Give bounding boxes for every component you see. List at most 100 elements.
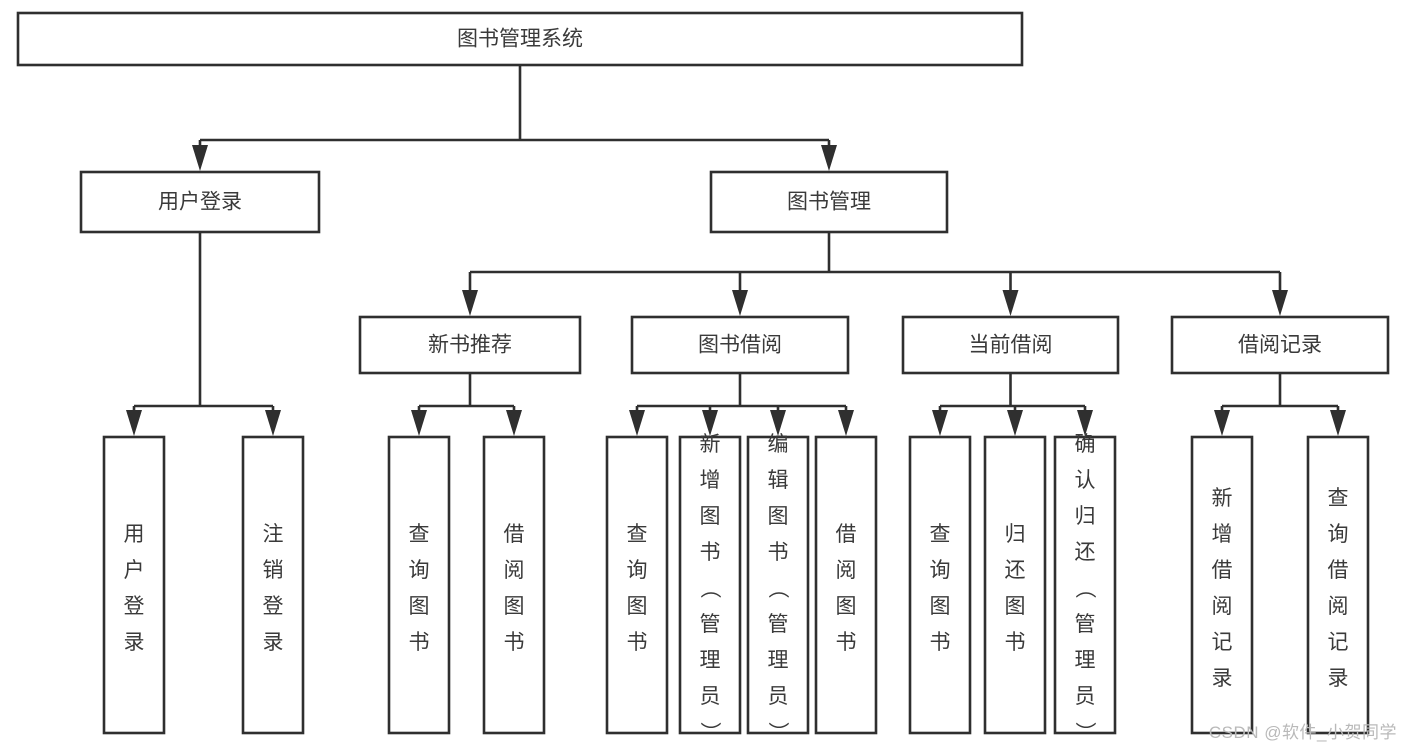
node-label: 图书管理系统 [457, 28, 583, 51]
node-label-char: 认 [1075, 469, 1096, 492]
node-label-char: 图 [700, 505, 721, 528]
node-level2-图书借阅[interactable]: 图书借阅 [630, 315, 850, 375]
node-label: 新书推荐 [428, 334, 512, 357]
node-box[interactable] [387, 435, 451, 735]
node-label-char: 员 [700, 685, 721, 708]
node-root-图书管理系统[interactable]: 图书管理系统 [16, 11, 1024, 67]
node-box[interactable] [908, 435, 972, 735]
nodes-layer: 图书管理系统用户登录图书管理新书推荐图书借阅当前借阅借阅记录用户登录注销登录查询… [16, 11, 1390, 743]
node-label-char: 记 [1328, 631, 1349, 654]
node-label-char: 借 [504, 523, 525, 546]
node-box[interactable] [358, 315, 582, 375]
node-label-char: 辑 [768, 469, 789, 492]
node-label-char: 书 [1005, 631, 1026, 654]
node-box[interactable] [1190, 435, 1254, 735]
node-box[interactable] [678, 435, 742, 735]
node-box[interactable] [814, 435, 878, 735]
node-box[interactable] [709, 170, 949, 234]
node-label-char: 管 [700, 613, 721, 636]
node-label-char: 录 [1212, 667, 1233, 690]
node-label-char: 询 [1328, 523, 1349, 546]
node-label-char: 询 [409, 559, 430, 582]
node-label-char: （ [1073, 578, 1096, 599]
node-label-char: 借 [1328, 559, 1349, 582]
node-level1-图书管理[interactable]: 图书管理 [709, 170, 949, 234]
node-box[interactable] [605, 435, 669, 735]
arrow-head-icon [821, 145, 837, 171]
arrow-head-icon [506, 410, 522, 436]
node-label-char: 录 [263, 631, 284, 654]
node-level2-当前借阅[interactable]: 当前借阅 [901, 315, 1120, 375]
node-label-char: 借 [1212, 559, 1233, 582]
node-label-char: 还 [1075, 541, 1096, 564]
arrow-head-icon [932, 410, 948, 436]
node-leaf-0[interactable]: 用户登录 [102, 435, 166, 735]
node-box[interactable] [1306, 435, 1370, 735]
node-box[interactable] [102, 435, 166, 735]
arrow-head-icon [1272, 290, 1288, 316]
node-box[interactable] [1170, 315, 1390, 375]
node-label: 图书借阅 [698, 334, 782, 357]
arrow-head-icon [192, 145, 208, 171]
node-label-char: 理 [700, 649, 721, 672]
node-label-char: 书 [504, 631, 525, 654]
node-label: 图书管理 [787, 191, 871, 214]
node-label-char: 用 [124, 523, 145, 546]
node-label-char: 书 [627, 631, 648, 654]
arrow-head-icon [770, 410, 786, 436]
node-level2-新书推荐[interactable]: 新书推荐 [358, 315, 582, 375]
node-label-char: 阅 [1328, 595, 1349, 618]
node-box[interactable] [901, 315, 1120, 375]
node-box[interactable] [746, 435, 810, 735]
node-label-char: ） [1073, 722, 1096, 743]
node-label-char: 阅 [1212, 595, 1233, 618]
node-box[interactable] [482, 435, 546, 735]
node-label-char: 理 [1075, 649, 1096, 672]
node-level1-用户登录[interactable]: 用户登录 [79, 170, 321, 234]
node-label-char: 登 [263, 595, 284, 618]
node-label-char: 理 [768, 649, 789, 672]
node-label-char: 登 [124, 595, 145, 618]
node-label: 当前借阅 [969, 334, 1053, 357]
node-box[interactable] [630, 315, 850, 375]
node-label-char: 图 [768, 505, 789, 528]
node-label-char: 编 [768, 433, 789, 456]
node-label-char: 员 [1075, 685, 1096, 708]
arrow-head-icon [1002, 290, 1019, 316]
node-level2-借阅记录[interactable]: 借阅记录 [1170, 315, 1390, 375]
node-label-char: 询 [627, 559, 648, 582]
node-box[interactable] [16, 11, 1024, 67]
node-label-char: 管 [768, 613, 789, 636]
node-box[interactable] [79, 170, 321, 234]
node-box[interactable] [983, 435, 1047, 735]
node-label-char: 借 [836, 523, 857, 546]
arrow-head-icon [411, 410, 427, 436]
node-label-char: 注 [263, 523, 284, 546]
node-box[interactable] [241, 435, 305, 735]
node-label-char: 书 [700, 541, 721, 564]
arrow-head-icon [1330, 410, 1346, 436]
node-label-char: 记 [1212, 631, 1233, 654]
node-label-char: 书 [768, 541, 789, 564]
node-box[interactable] [1053, 435, 1117, 735]
node-label: 借阅记录 [1238, 334, 1322, 357]
node-label-char: 增 [1212, 523, 1233, 546]
node-label-char: 查 [930, 523, 951, 546]
node-label-char: 图 [930, 595, 951, 618]
arrow-head-icon [462, 290, 478, 316]
node-label-char: 查 [1328, 487, 1349, 510]
node-label-char: 增 [700, 469, 721, 492]
